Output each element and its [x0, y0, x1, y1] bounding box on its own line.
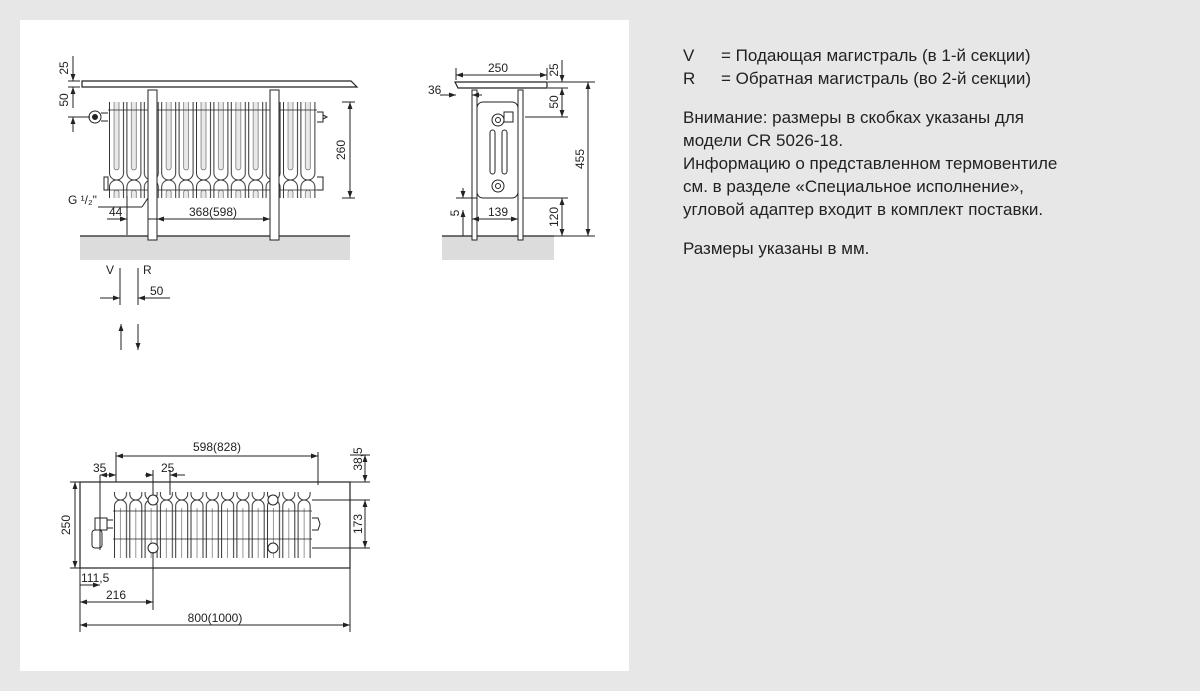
radiator-sections-plan	[113, 492, 312, 558]
dim-plan-111: 111,5	[81, 571, 110, 585]
legend-text-v: = Подающая магистраль (в 1-й секции)	[721, 46, 1031, 65]
note-line-4: см. в разделе «Специальное исполнение»,	[683, 177, 1024, 196]
dim-plan-total: 800(1000)	[188, 611, 243, 625]
shelf-side	[454, 81, 548, 89]
dim-side-top-gap: 25	[547, 63, 561, 77]
dim-front-offset: 50	[57, 93, 71, 107]
note-paragraph: Внимание: размеры в скобках указаны для …	[683, 106, 1183, 221]
label-v: V	[106, 263, 114, 277]
dim-side-offset: 50	[547, 95, 561, 109]
dim-plan-216: 216	[106, 588, 126, 602]
floor-side	[442, 236, 554, 260]
units-note: Размеры указаны в мм.	[683, 239, 870, 258]
dim-plan-35: 35	[93, 461, 107, 475]
side-view	[440, 60, 595, 260]
leg-left	[147, 89, 158, 241]
legend-panel: V = Подающая магистраль (в 1-й секции) R…	[683, 44, 1183, 260]
dim-side-120: 120	[547, 207, 561, 227]
dim-plan-25: 25	[161, 461, 175, 475]
note-line-3: Информацию о представленном термовентиле	[683, 154, 1058, 173]
dim-plan-depth: 250	[59, 515, 73, 535]
dim-side-139: 139	[488, 205, 508, 219]
dim-front-top-gap: 25	[57, 61, 71, 75]
drawing-panel: 25 50 260 G ¹/₂" 44 368(598) 250 36 25 5…	[20, 20, 629, 671]
dim-plan-38: 38,5	[351, 447, 365, 471]
legend-key-v: V	[683, 46, 695, 65]
floor-front	[80, 236, 350, 260]
note-line-1: Внимание: размеры в скобках указаны для	[683, 108, 1024, 127]
shelf-front	[81, 80, 359, 88]
plan-view	[70, 452, 370, 632]
radiator-side	[476, 101, 519, 199]
technical-drawing: 25 50 260 G ¹/₂" 44 368(598) 250 36 25 5…	[57, 56, 595, 632]
dim-side-5: 5	[448, 209, 462, 216]
dim-plan-173: 173	[351, 514, 365, 534]
dim-plan-width: 598(828)	[193, 440, 241, 454]
dim-front-height: 260	[334, 140, 348, 160]
label-r: R	[143, 263, 152, 277]
legend-text-r: = Обратная магистраль (во 2-й секции)	[721, 69, 1032, 88]
dim-side-total: 455	[573, 149, 587, 169]
dim-vr-50: 50	[150, 284, 164, 298]
note-line-5: угловой адаптер входит в комплект постав…	[683, 200, 1044, 219]
dim-front-width: 368(598)	[189, 205, 237, 219]
radiator-sections-front	[108, 102, 317, 198]
dim-side-36: 36	[428, 83, 442, 97]
dim-thread: G ¹/₂"	[68, 193, 97, 207]
dim-front-44: 44	[109, 205, 123, 219]
note-line-2: модели CR 5026-18.	[683, 131, 844, 150]
legend-row-v: V = Подающая магистраль (в 1-й секции)	[683, 44, 1183, 67]
front-view	[68, 56, 359, 260]
legend-key-r: R	[683, 69, 696, 88]
legend-row-r: R = Обратная магистраль (во 2-й секции)	[683, 67, 1183, 90]
dim-side-width: 250	[488, 61, 508, 75]
vr-detail	[100, 268, 170, 350]
leg-right	[269, 89, 280, 241]
